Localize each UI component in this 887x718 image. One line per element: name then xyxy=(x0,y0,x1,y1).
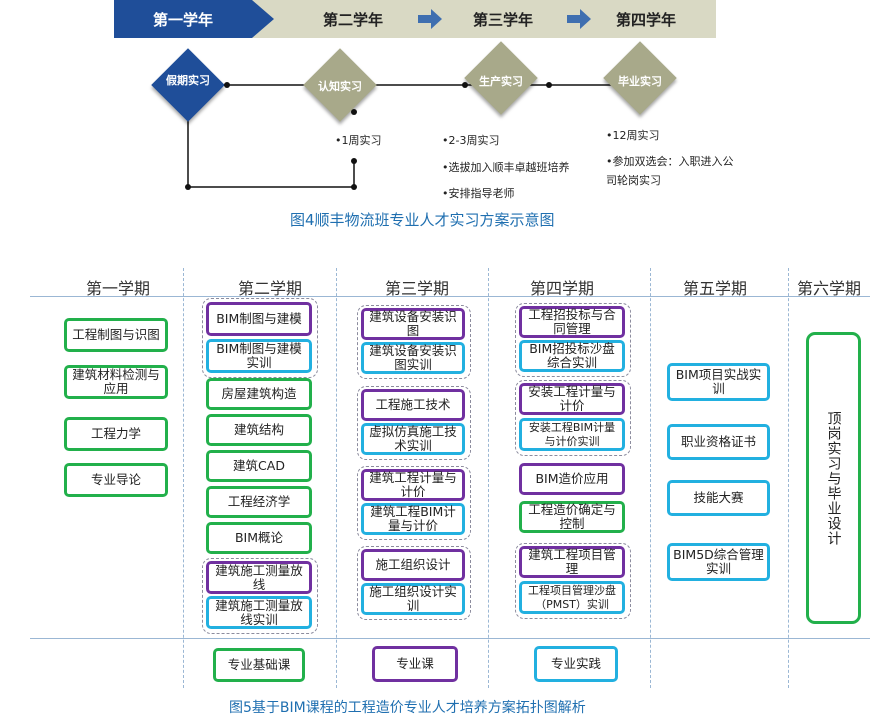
legend-major: 专业课 xyxy=(372,646,458,682)
course-group xyxy=(357,386,471,460)
year-tab-1: 第一学年 xyxy=(114,0,252,38)
course-group xyxy=(202,558,318,634)
legend-basic: 专业基础课 xyxy=(213,648,305,682)
course-group xyxy=(357,305,471,379)
course-box: BIM制图与建模实训 xyxy=(206,339,312,373)
note-year4-3: 司轮岗实习 xyxy=(606,174,661,187)
column-divider xyxy=(183,268,184,688)
course-box: 工程项目管理沙盘（PMST）实训 xyxy=(519,581,625,614)
year-tab-1-tip xyxy=(252,0,274,38)
course-group xyxy=(515,543,631,619)
course-box: BIM造价应用 xyxy=(519,463,625,495)
year-tab-4: 第四学年 xyxy=(615,10,676,29)
note-year3-3: •安排指导老师 xyxy=(442,187,515,200)
legend-practice: 专业实践 xyxy=(534,646,618,682)
internship-label-2: 认知实习 xyxy=(318,80,362,93)
course-group xyxy=(357,466,471,540)
course-box: BIM招投标沙盘综合实训 xyxy=(519,340,625,372)
internship-label-3: 生产实习 xyxy=(479,75,523,88)
year-tab-3: 第三学年 xyxy=(472,10,533,29)
note-year2: •1周实习 xyxy=(335,134,382,147)
semester-5-header: 第五学期 xyxy=(683,279,748,298)
course-box: 建筑工程计量与计价 xyxy=(361,469,465,501)
year-tab-2: 第二学年 xyxy=(322,10,383,29)
course-group xyxy=(515,303,631,377)
course-box: 建筑CAD xyxy=(206,450,312,482)
course-box: 职业资格证书 xyxy=(667,424,770,460)
timeline-dot xyxy=(185,184,191,190)
course-box: BIM项目实战实训 xyxy=(667,363,770,401)
course-box: 工程制图与识图 xyxy=(64,318,168,352)
course-box: 建筑结构 xyxy=(206,414,312,446)
course-box: 安装工程BIM计量与计价实训 xyxy=(519,418,625,451)
course-box: 建筑设备安装识图实训 xyxy=(361,342,465,374)
course-box: 虚拟仿真施工技术实训 xyxy=(361,423,465,455)
figure5-caption: 图5基于BIM课程的工程造价专业人才培养方案拓扑图解析 xyxy=(229,700,586,716)
course-box: 建筑施工测量放线实训 xyxy=(206,596,312,629)
timeline-dot xyxy=(546,82,552,88)
course-box: 建筑工程项目管理 xyxy=(519,546,625,578)
note-year4-2: •参加双选会：入职进入公 xyxy=(606,155,734,168)
course-box: 工程造价确定与控制 xyxy=(519,501,625,533)
course-box: BIM5D综合管理实训 xyxy=(667,543,770,581)
course-box: 安装工程计量与计价 xyxy=(519,383,625,415)
arrow-right-icon xyxy=(418,9,442,29)
figure4-caption: 图4顺丰物流班专业人才实习方案示意图 xyxy=(290,211,555,229)
semester-6-header: 第六学期 xyxy=(797,279,862,298)
course-box-vertical: 顶岗实习与毕业设计 xyxy=(806,332,861,624)
note-year3-1: •2-3周实习 xyxy=(442,134,500,147)
note-year4-1: •12周实习 xyxy=(606,129,660,142)
course-box: 建筑材料检测与应用 xyxy=(64,365,168,399)
course-group xyxy=(515,380,631,456)
course-box: 建筑施工测量放线 xyxy=(206,561,312,594)
timeline-dot xyxy=(351,158,357,164)
semester-1-header: 第一学期 xyxy=(86,279,151,298)
arrow-right-icon xyxy=(567,9,591,29)
semester-3-header: 第三学期 xyxy=(385,279,450,298)
column-divider xyxy=(488,268,489,688)
course-box: 工程力学 xyxy=(64,417,168,451)
header-divider xyxy=(30,296,870,297)
course-box: 工程招投标与合同管理 xyxy=(519,306,625,338)
course-box: 建筑工程BIM计量与计价 xyxy=(361,503,465,535)
course-box: BIM制图与建模 xyxy=(206,302,312,336)
course-box: BIM概论 xyxy=(206,522,312,554)
course-box: 专业导论 xyxy=(64,463,168,497)
column-divider xyxy=(788,268,789,688)
course-group xyxy=(202,298,318,378)
course-box: 施工组织设计 xyxy=(361,549,465,581)
course-box: 技能大赛 xyxy=(667,480,770,516)
semester-4-header: 第四学期 xyxy=(530,279,595,298)
course-box: 建筑设备安装识图 xyxy=(361,308,465,340)
course-box: 工程经济学 xyxy=(206,486,312,518)
course-box: 工程施工技术 xyxy=(361,389,465,421)
timeline-lines xyxy=(187,84,640,188)
column-divider xyxy=(650,268,651,688)
timeline-dot xyxy=(224,82,230,88)
note-year3-2: •选拔加入顺丰卓越班培养 xyxy=(442,161,570,174)
timeline-dot xyxy=(351,109,357,115)
course-group xyxy=(357,546,471,620)
timeline-dot xyxy=(462,82,468,88)
internship-label-4: 毕业实习 xyxy=(618,75,662,88)
course-box: 施工组织设计实训 xyxy=(361,583,465,615)
semester-2-header: 第二学期 xyxy=(238,279,303,298)
timeline-dot xyxy=(351,184,357,190)
course-box: 房屋建筑构造 xyxy=(206,378,312,410)
legend-divider xyxy=(30,638,870,639)
column-divider xyxy=(336,268,337,688)
internship-label-1: 假期实习 xyxy=(166,74,210,87)
